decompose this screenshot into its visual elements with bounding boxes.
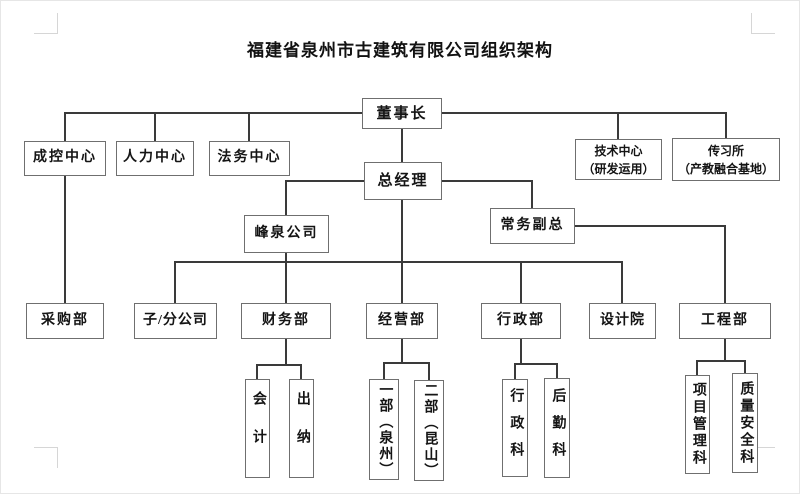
connector-line	[383, 362, 430, 364]
connector-line	[428, 362, 430, 380]
connector-line	[531, 180, 533, 208]
org-node-engineering-dept: 工程部	[679, 303, 771, 339]
org-node-subsidiaries: 子/分公司	[134, 303, 217, 339]
connector-line	[64, 112, 66, 141]
connector-line	[556, 363, 558, 378]
connector-line	[725, 112, 727, 138]
org-node-project-mgmt-section: 项目管理科	[685, 375, 710, 474]
org-node-heritage-institute-label: 传习所	[707, 143, 744, 158]
connector-line	[285, 253, 287, 303]
org-node-finance-dept: 财务部	[241, 303, 331, 339]
connector-line	[285, 339, 287, 365]
connector-line	[401, 339, 403, 363]
page-corner-mark-top-left	[34, 13, 58, 34]
org-node-dept-2-kunshan: 二部（昆山）	[414, 380, 444, 481]
org-node-tech-center-label: 技术中心	[594, 143, 643, 158]
connector-line	[442, 112, 727, 114]
connector-line	[617, 112, 619, 139]
org-node-fengquan-company: 峰泉公司	[244, 215, 329, 253]
connector-line	[514, 363, 558, 365]
org-node-tech-center-sublabel: （研发运用）	[582, 161, 655, 176]
connector-line	[256, 364, 258, 379]
org-node-heritage-institute: 传习所 （产教融合基地）	[672, 138, 780, 181]
org-node-accounting: 会计	[245, 379, 270, 478]
org-node-quality-safety-section: 质量安全科	[732, 373, 758, 473]
connector-line	[401, 129, 403, 162]
org-node-procurement-dept: 采购部	[26, 303, 104, 339]
page-corner-mark-top-right	[751, 13, 775, 34]
org-node-cashier: 出纳	[289, 379, 314, 478]
connector-line	[300, 364, 302, 379]
connector-line	[175, 261, 623, 263]
connector-line	[248, 112, 250, 141]
connector-line	[383, 362, 385, 379]
org-node-admin-dept: 行政部	[481, 303, 561, 339]
connector-line	[285, 180, 364, 182]
org-node-dept-1-quanzhou: 一部（泉州）	[369, 379, 399, 480]
connector-line	[174, 261, 176, 303]
org-node-hr-center: 人力中心	[116, 141, 194, 176]
connector-line	[724, 339, 726, 361]
page-corner-mark-bottom-left	[34, 447, 58, 468]
connector-line	[621, 261, 623, 303]
connector-line	[696, 360, 698, 375]
connector-line	[154, 112, 156, 141]
org-node-legal-center: 法务中心	[209, 141, 290, 176]
connector-line	[520, 339, 522, 364]
org-node-cost-control-center: 成控中心	[24, 141, 106, 176]
org-node-design-institute: 设计院	[589, 303, 656, 339]
connector-line	[696, 360, 746, 362]
org-node-general-manager: 总经理	[364, 162, 442, 200]
chart-title: 福建省泉州市古建筑有限公司组织架构	[247, 41, 553, 60]
org-node-executive-vp: 常务副总	[490, 208, 575, 244]
connector-line	[575, 225, 726, 227]
connector-line	[514, 363, 516, 379]
org-node-admin-section: 行政科	[502, 379, 528, 477]
org-node-logistics-section: 后勤科	[544, 378, 570, 478]
org-node-tech-center: 技术中心 （研发运用）	[575, 139, 662, 180]
connector-line	[64, 176, 66, 303]
connector-line	[256, 364, 302, 366]
connector-line	[285, 180, 287, 215]
org-node-heritage-institute-sublabel: （产教融合基地）	[677, 161, 774, 176]
connector-line	[65, 112, 363, 114]
connector-line	[520, 261, 522, 303]
org-node-chairman: 董事长	[362, 98, 442, 129]
org-node-operations-dept: 经营部	[366, 303, 438, 339]
connector-line	[442, 180, 533, 182]
connector-line	[724, 225, 726, 303]
connector-line	[401, 200, 403, 303]
connector-line	[744, 360, 746, 373]
